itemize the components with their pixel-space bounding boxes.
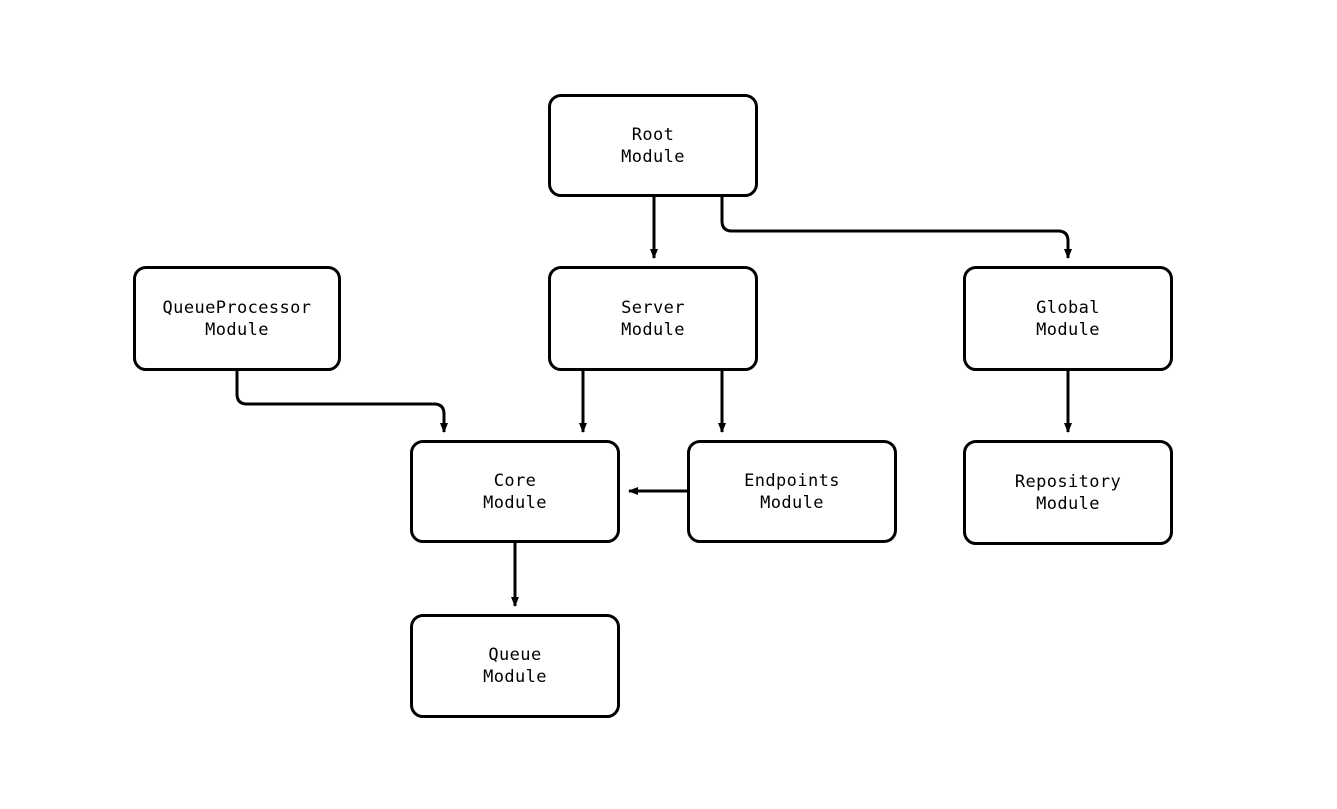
edge-queueprocessor-to-core: [235, 371, 448, 433]
node-root-name: Root: [631, 124, 675, 145]
node-server-name: Server: [621, 297, 685, 318]
node-global-kind: Module: [1036, 319, 1100, 340]
node-server-kind: Module: [621, 319, 685, 340]
node-queueprocessor-kind: Module: [205, 319, 269, 340]
node-queue-kind: Module: [483, 667, 547, 687]
node-queue-name: Queue: [488, 645, 542, 665]
node-repository-kind: Module: [1036, 493, 1100, 514]
node-root-kind: Module: [621, 146, 685, 167]
node-core-kind: Module: [483, 492, 547, 513]
node-endpoints-name: Endpoints: [744, 470, 840, 491]
node-repository-name: Repository: [1014, 471, 1122, 492]
node-endpoints-kind: Module: [760, 492, 824, 513]
node-global-name: Global: [1036, 297, 1100, 318]
node-queueprocessor-name: QueueProcessor: [162, 297, 312, 318]
edge-root-to-global: [720, 197, 1072, 259]
node-core-name: Core: [493, 470, 537, 491]
edges-group: [235, 197, 1072, 607]
